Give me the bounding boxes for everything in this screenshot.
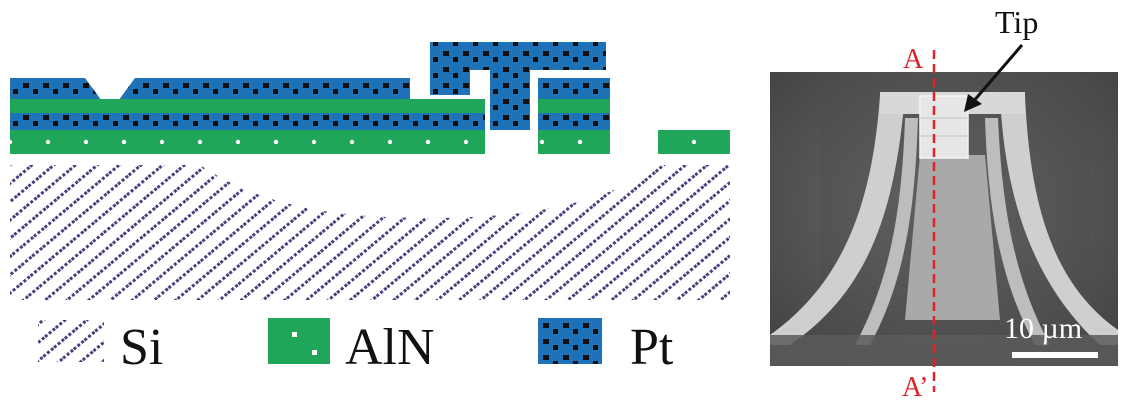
sem-scale-bar — [1012, 352, 1098, 358]
section-top-label: A — [903, 44, 924, 75]
pt-bridge-structure — [430, 42, 606, 130]
legend-aln-swatch — [268, 318, 330, 364]
v-groove-aln — [92, 99, 128, 112]
sem-cantilever — [905, 155, 1000, 320]
legend-pt-swatch — [538, 318, 602, 364]
sem-micrograph — [770, 72, 1118, 366]
tip-arrow — [964, 44, 1024, 112]
sem-tip-block — [919, 95, 969, 159]
legend-si-label: Si — [120, 319, 164, 376]
legend — [38, 318, 602, 364]
si-substrate — [10, 165, 730, 300]
aln-bottom-layer — [10, 130, 730, 154]
sem-inner-arm-right — [985, 118, 1050, 345]
sem-outer-arm-right — [1000, 95, 1118, 345]
legend-aln-label: AlN — [345, 319, 435, 376]
scale-label: 10 µm — [1004, 312, 1083, 345]
aln-middle-layer — [10, 99, 610, 113]
legend-pt-label: Pt — [630, 319, 674, 376]
pt-right-pad — [538, 78, 610, 99]
legend-si-swatch — [38, 320, 104, 362]
sem-outer-arm-left — [770, 95, 905, 345]
section-bottom-label: A’ — [902, 372, 929, 403]
tip-label: Tip — [995, 4, 1039, 40]
pt-bottom-electrode — [10, 113, 610, 130]
sem-inner-arm-left — [855, 118, 918, 345]
cross-section-diagram — [10, 42, 730, 300]
